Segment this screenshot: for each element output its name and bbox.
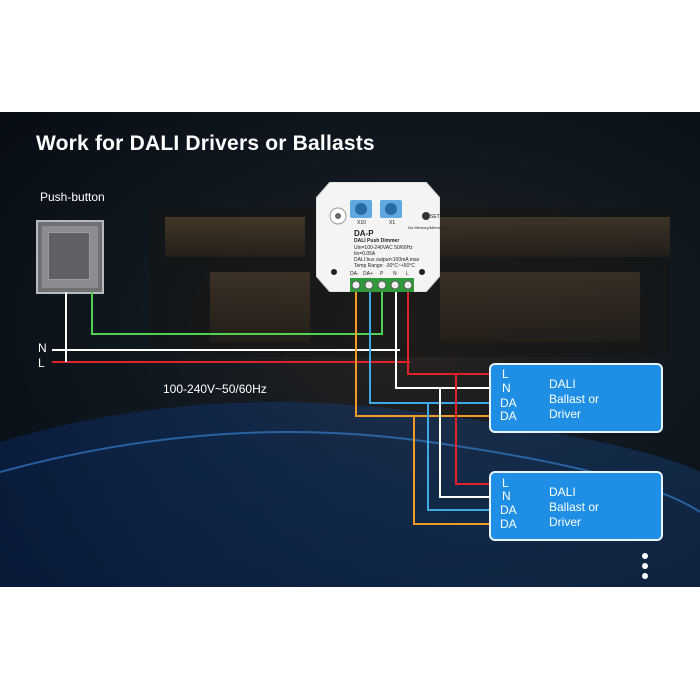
receiver-1-terminal-l: L (502, 367, 509, 381)
receiver-2-terminal-da-2: DA (500, 517, 517, 531)
terminal-label-2: DA+ (363, 271, 373, 277)
receiver-1-terminal-da-1: DA (500, 396, 517, 410)
receiver-1-terminal-da-2: DA (500, 409, 517, 423)
receiver-2-terminal-da-1: DA (500, 503, 517, 517)
diagram-panel: Work for DALI Drivers or Ballasts Push-b… (0, 112, 700, 587)
memory-label: No Memory/Memory (408, 225, 445, 230)
receiver-1-terminal-n: N (502, 381, 511, 395)
device-model: DA-P (354, 229, 374, 238)
wiring (52, 292, 492, 525)
push-button (36, 220, 104, 294)
terminal-label-3: P (380, 271, 384, 277)
terminal-label-5: L (406, 271, 409, 277)
voltage-label: 100-240V~50/60Hz (163, 382, 267, 396)
dali-receiver-1: DALI Ballast or Driver (489, 363, 663, 433)
set-label: SET (430, 214, 440, 220)
pushbutton-label: Push-button (40, 190, 105, 204)
dali-receiver-2: DALI Ballast or Driver (489, 471, 663, 541)
receiver-1-text: DALI Ballast or Driver (549, 377, 600, 421)
device-spec-3: DALI bus output<100mA max (354, 257, 420, 263)
l-line-label: L (38, 356, 45, 370)
device-spec-4: Temp Range: -30°C~+50°C (354, 263, 415, 269)
terminal-label-4: N (393, 271, 397, 277)
n-line-label: N (38, 341, 47, 355)
more-vertical-icon[interactable] (642, 553, 648, 583)
terminal-label-1: DA- (350, 271, 359, 277)
receiver-2-terminal-n: N (502, 489, 511, 503)
dali-push-dimmer: X10 X1 SET No Memory/Memory DA-P DALI Pu… (316, 182, 444, 292)
device-body-shape (316, 182, 440, 292)
dial-label-2: X1 (389, 220, 396, 226)
push-button-key (48, 232, 90, 280)
receiver-2-terminal-l: L (502, 476, 509, 490)
device-name: DALI Push Dimmer (354, 238, 400, 244)
push-wire (91, 292, 383, 335)
device-spec-2: Iin=0.05A (354, 251, 376, 257)
dial-label-1: X10 (357, 220, 366, 226)
receiver-2-text: DALI Ballast or Driver (549, 485, 600, 529)
device-spec-1: Uin=100-240VAC 50/60Hz (354, 245, 413, 251)
page-title: Work for DALI Drivers or Ballasts (36, 132, 375, 155)
